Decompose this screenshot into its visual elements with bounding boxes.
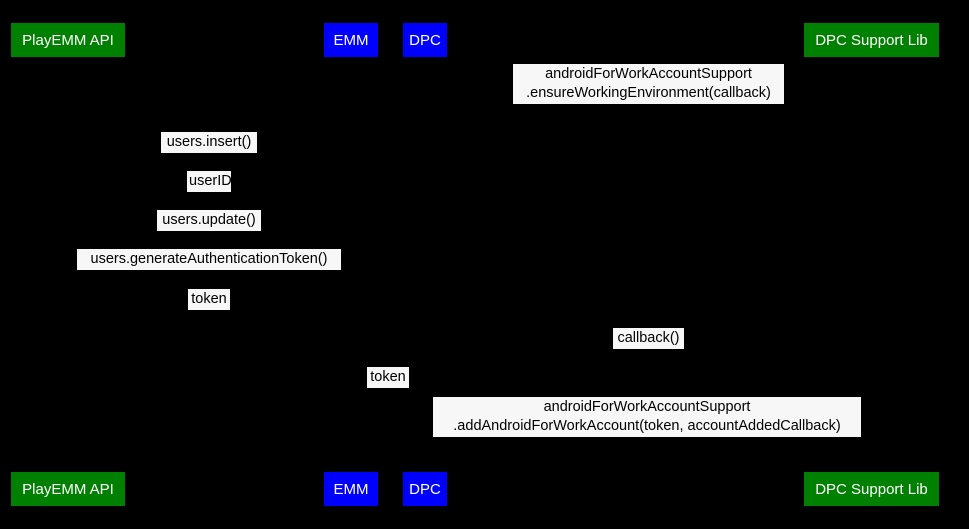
message-label-token-lower[interactable]: token bbox=[367, 367, 409, 388]
message-label-token-upper[interactable]: token bbox=[188, 289, 230, 310]
message-label-add-android-for-work-account[interactable]: androidForWorkAccountSupport .addAndroidF… bbox=[433, 397, 861, 437]
message-line: .ensureWorkingEnvironment(callback) bbox=[526, 85, 771, 101]
participant-label: DPC bbox=[409, 31, 441, 49]
message-line: .addAndroidForWorkAccount(token, account… bbox=[453, 418, 841, 434]
message-line: users.generateAuthenticationToken() bbox=[90, 251, 328, 267]
message-label-user-id[interactable]: userID bbox=[187, 171, 232, 192]
participant-label: DPC bbox=[409, 480, 441, 498]
participant-label: EMM bbox=[333, 31, 369, 49]
message-line: users.update() bbox=[162, 212, 256, 228]
message-line: callback() bbox=[617, 330, 680, 346]
message-label-users-insert[interactable]: users.insert() bbox=[161, 132, 257, 153]
participant-dpc-support-lib-bottom[interactable]: DPC Support Lib bbox=[804, 472, 939, 506]
participant-label: DPC Support Lib bbox=[815, 31, 928, 49]
participant-dpc-support-lib-top[interactable]: DPC Support Lib bbox=[804, 23, 939, 57]
participant-emm-top[interactable]: EMM bbox=[324, 23, 378, 57]
message-line: token bbox=[370, 369, 406, 385]
message-line: androidForWorkAccountSupport bbox=[545, 66, 752, 82]
participant-dpc-bottom[interactable]: DPC bbox=[403, 472, 447, 506]
participant-label: DPC Support Lib bbox=[815, 480, 928, 498]
message-label-callback[interactable]: callback() bbox=[613, 328, 684, 349]
participant-dpc-top[interactable]: DPC bbox=[403, 23, 447, 57]
participant-label: PlayEMM API bbox=[22, 31, 114, 49]
participant-emm-bottom[interactable]: EMM bbox=[324, 472, 378, 506]
message-line: users.insert() bbox=[166, 134, 252, 150]
participant-playemm-api-bottom[interactable]: PlayEMM API bbox=[11, 472, 125, 506]
message-line: userID bbox=[189, 173, 232, 189]
message-line: androidForWorkAccountSupport bbox=[543, 399, 751, 415]
message-line: token bbox=[191, 291, 227, 307]
participant-playemm-api-top[interactable]: PlayEMM API bbox=[11, 23, 125, 57]
message-label-users-update[interactable]: users.update() bbox=[157, 210, 261, 231]
participant-label: PlayEMM API bbox=[22, 480, 114, 498]
message-label-users-generate-authentication-token[interactable]: users.generateAuthenticationToken() bbox=[77, 249, 341, 270]
message-label-ensure-working-environment[interactable]: androidForWorkAccountSupport .ensureWorki… bbox=[513, 64, 784, 104]
participant-label: EMM bbox=[333, 480, 369, 498]
